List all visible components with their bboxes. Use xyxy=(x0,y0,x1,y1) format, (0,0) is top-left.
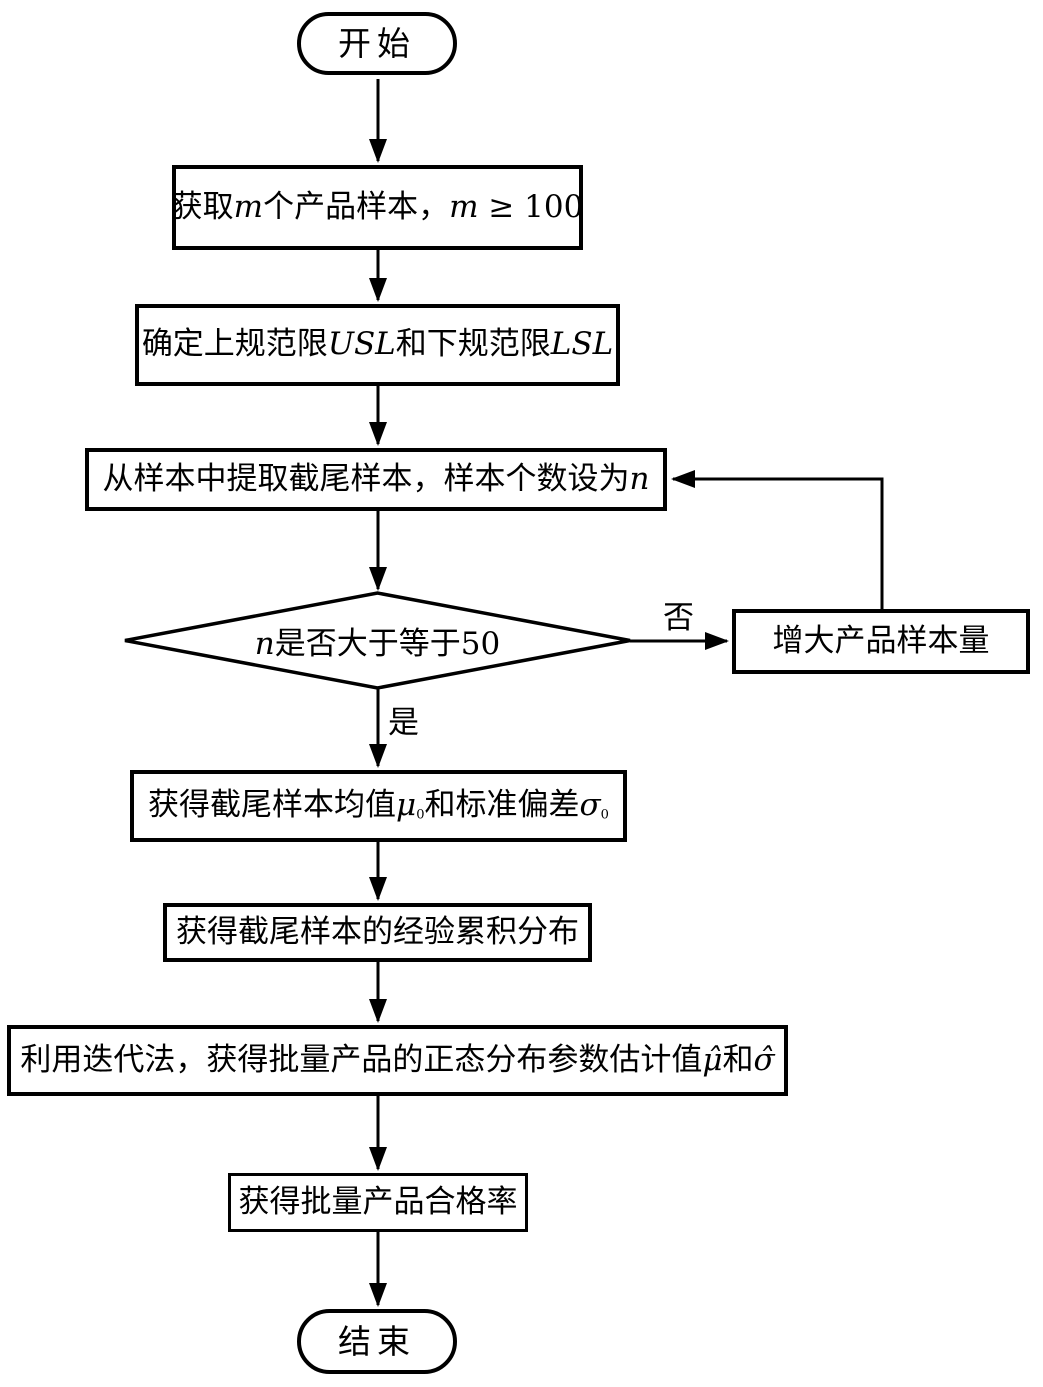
step-spec-limits: 确定上规范限USL和下规范限LSL xyxy=(135,304,620,386)
decision-label: n是否大于等于50 xyxy=(254,626,501,662)
step-ecdf-label: 获得截尾样本的经验累积分布 xyxy=(176,913,579,950)
step-get-samples: 获取m个产品样本，m ≥ 100 xyxy=(172,165,583,250)
start-node: 开始 xyxy=(297,12,457,75)
decision-no-label: 否 xyxy=(663,600,694,636)
decision-node: n是否大于等于50 xyxy=(125,593,630,688)
step-mean-std: 获得截尾样本均值μ0和标准偏差σ0 xyxy=(130,770,627,842)
step-increase-sample: 增大产品样本量 xyxy=(732,609,1030,674)
decision-yes-label: 是 xyxy=(388,705,419,741)
step-pass-rate-label: 获得批量产品合格率 xyxy=(238,1183,518,1220)
step-extract-truncated: 从样本中提取截尾样本，样本个数设为n xyxy=(85,448,667,511)
step-pass-rate: 获得批量产品合格率 xyxy=(228,1173,528,1232)
step-iterate-label: 利用迭代法，获得批量产品的正态分布参数估计值μ̂和σ̂ xyxy=(20,1041,775,1078)
edge-increase-back-to-extract xyxy=(671,470,884,609)
step-ecdf: 获得截尾样本的经验累积分布 xyxy=(163,903,592,962)
step-extract-truncated-label: 从样本中提取截尾样本，样本个数设为n xyxy=(102,460,650,497)
start-label: 开始 xyxy=(338,23,416,63)
end-node: 结束 xyxy=(297,1309,457,1374)
step-mean-std-label: 获得截尾样本均值μ0和标准偏差σ0 xyxy=(148,787,609,824)
end-label: 结束 xyxy=(338,1321,416,1361)
step-get-samples-label: 获取m个产品样本，m ≥ 100 xyxy=(171,188,584,225)
step-increase-sample-label: 增大产品样本量 xyxy=(772,622,990,659)
step-spec-limits-label: 确定上规范限USL和下规范限LSL xyxy=(141,326,614,363)
decision-diamond-shape xyxy=(124,591,631,690)
step-iterate: 利用迭代法，获得批量产品的正态分布参数估计值μ̂和σ̂ xyxy=(7,1025,788,1096)
